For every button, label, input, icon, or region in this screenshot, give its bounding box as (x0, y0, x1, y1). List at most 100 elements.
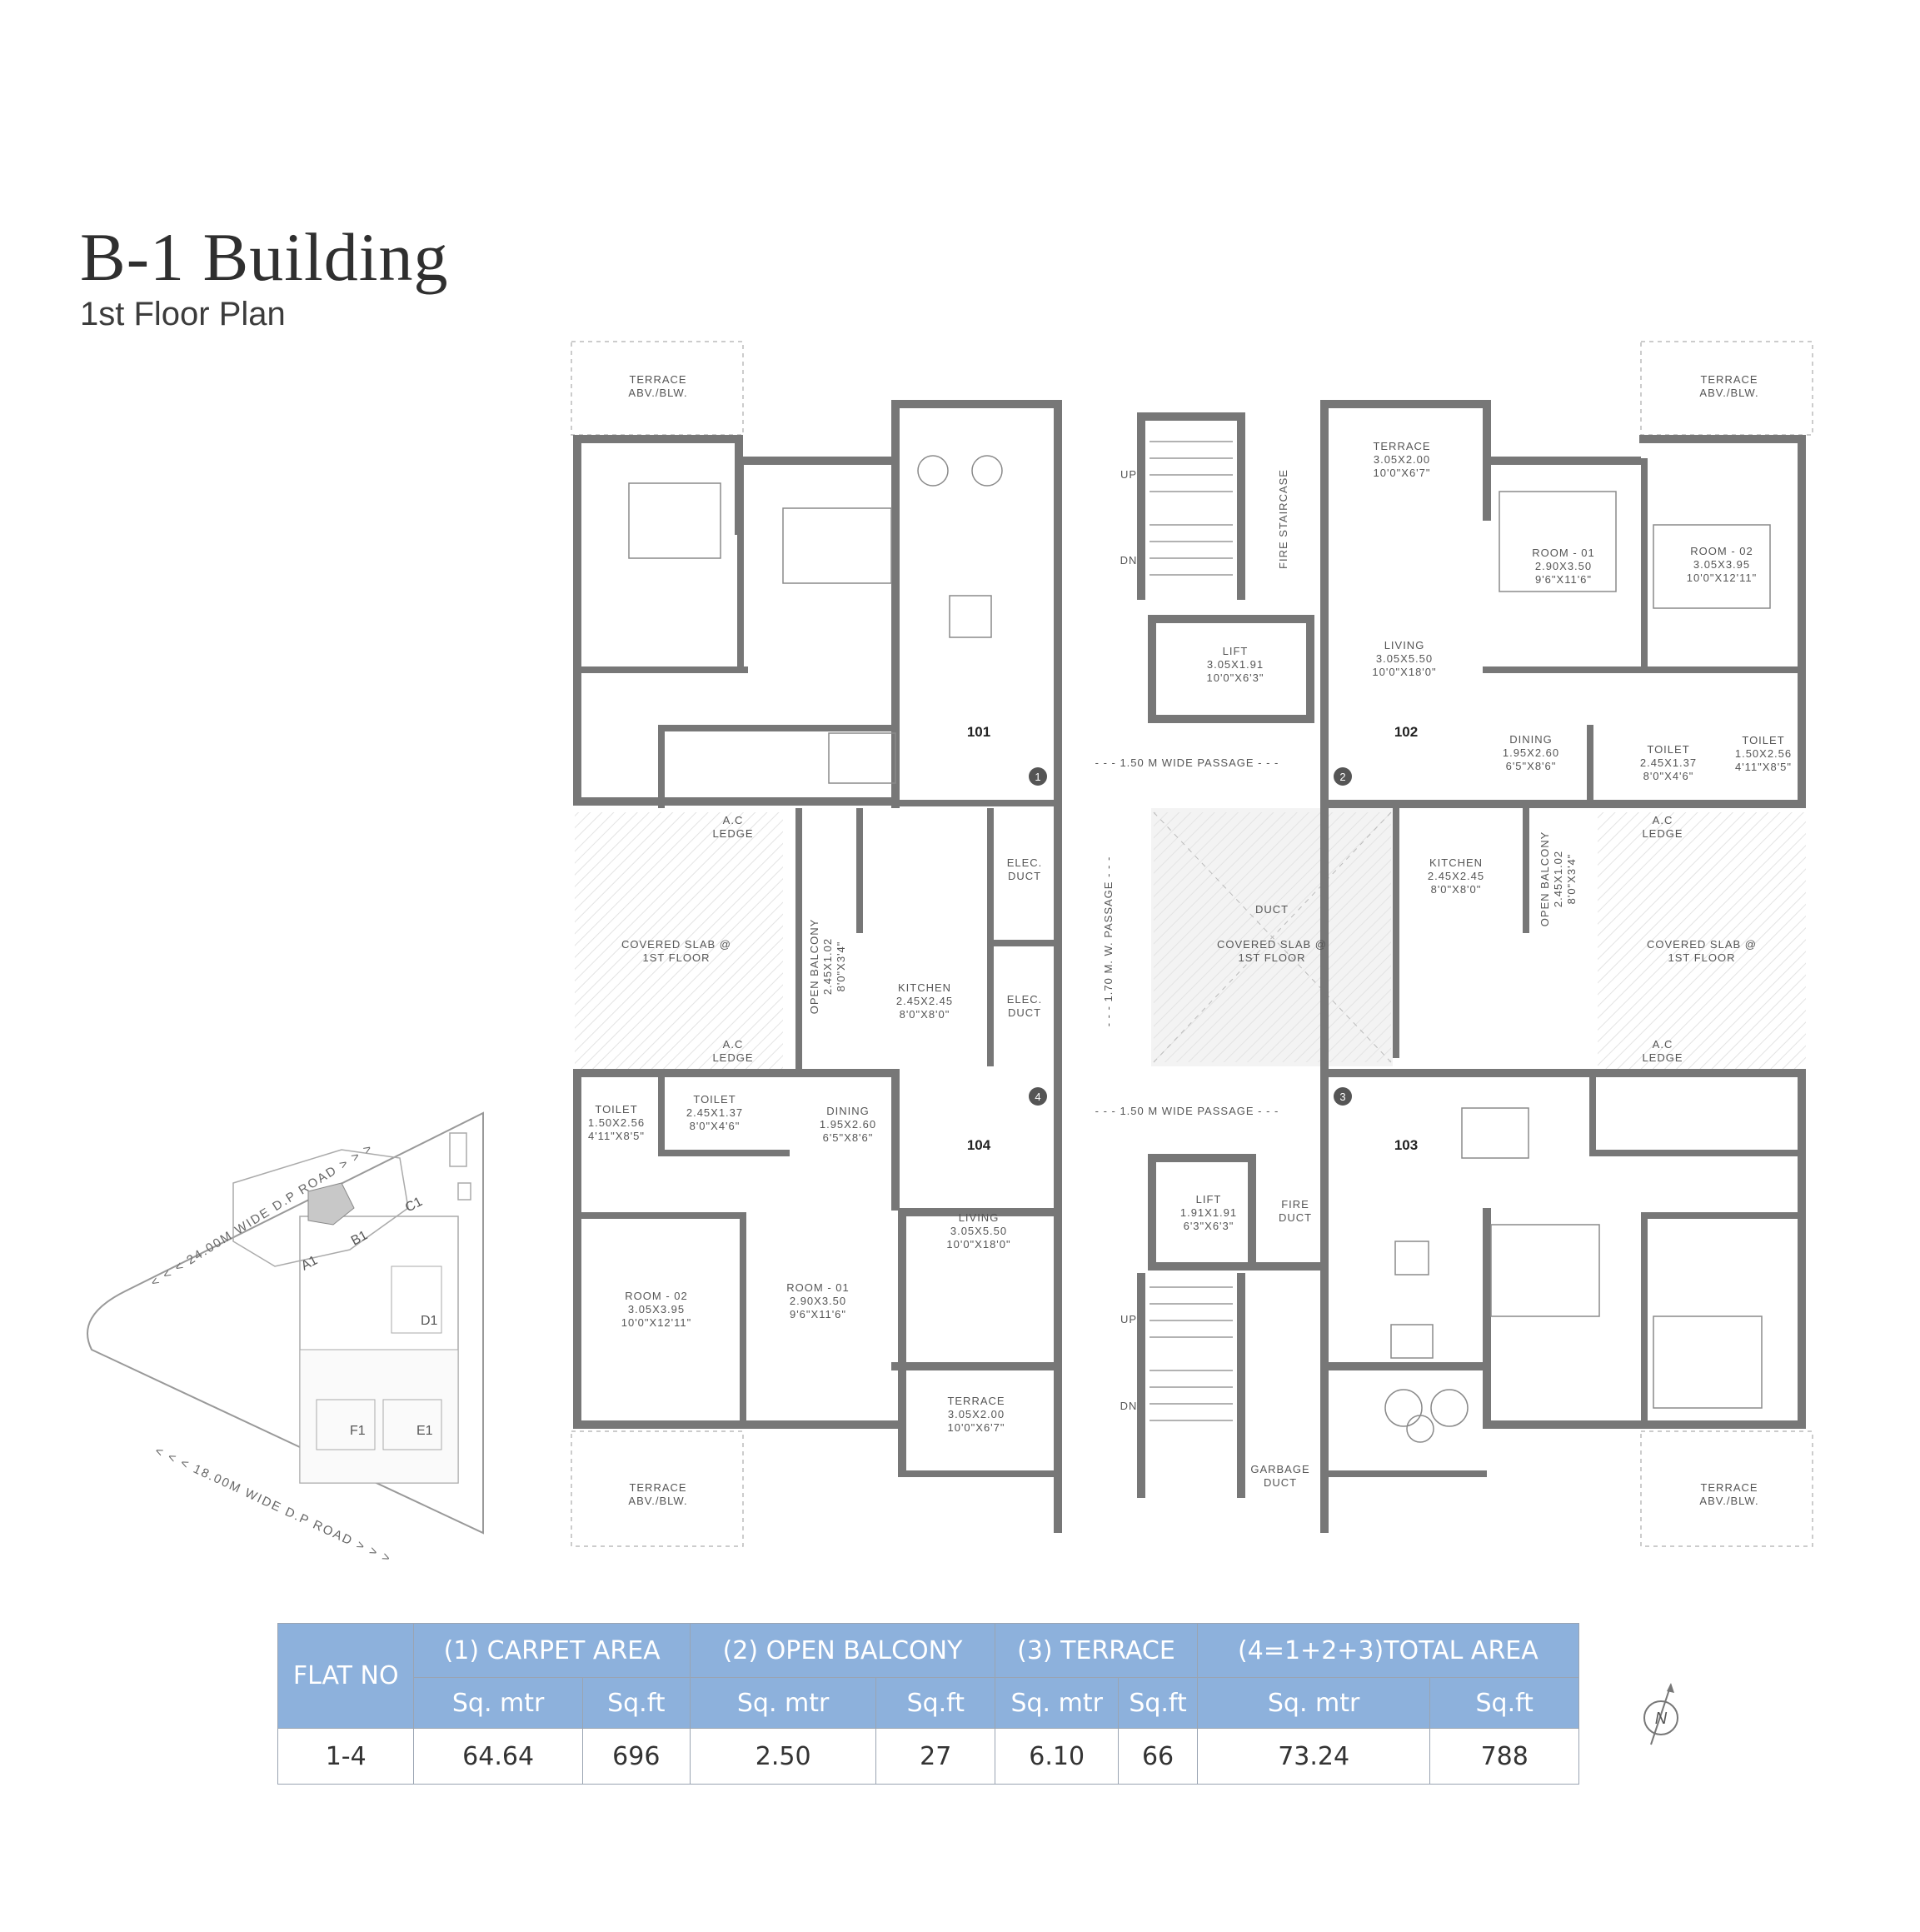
north-compass-icon: N (1643, 1683, 1678, 1745)
svg-text:10'0"X18'0": 10'0"X18'0" (1372, 666, 1436, 678)
label-living-102: LIVING 3.05X5.50 10'0"X18'0" (1372, 639, 1436, 678)
svg-text:ABV./BLW.: ABV./BLW. (628, 387, 687, 399)
svg-text:1.91X1.91: 1.91X1.91 (1180, 1206, 1237, 1219)
svg-text:ELEC.: ELEC. (1007, 993, 1043, 1006)
label-ac-ledge-top-left: A.C LEDGE (712, 814, 753, 840)
page-title: B-1 Building (80, 219, 449, 295)
svg-text:6'3"X6'3": 6'3"X6'3" (1184, 1220, 1234, 1232)
svg-text:TERRACE: TERRACE (1700, 373, 1758, 386)
svg-text:1.95X2.60: 1.95X2.60 (820, 1118, 876, 1131)
header-open-balcony: (2) OPEN BALCONY (689, 1623, 996, 1678)
svg-text:1ST FLOOR: 1ST FLOOR (642, 951, 710, 964)
svg-text:ROOM - 02: ROOM - 02 (625, 1290, 687, 1302)
label-ac-ledge-bottom-right: A.C LEDGE (1642, 1038, 1682, 1064)
unit-103: 103 (1394, 1137, 1418, 1153)
label-passage-vertical: - - - 1.70 M. W. PASSAGE - - - (1102, 856, 1115, 1027)
label-terrace-bottom-right: TERRACE ABV./BLW. (1699, 1481, 1758, 1507)
block-f1: F1 (350, 1424, 366, 1438)
svg-text:8'0"X3'4": 8'0"X3'4" (835, 941, 847, 992)
label-lift-top: LIFT 3.05X1.91 10'0"X6'3" (1206, 645, 1264, 684)
label-room01-104: ROOM - 01 2.90X3.50 9'6"X11'6" (786, 1281, 849, 1320)
svg-text:LEDGE: LEDGE (1642, 827, 1683, 840)
svg-text:ROOM - 01: ROOM - 01 (786, 1281, 849, 1294)
entrance-marker-1: 1 (1029, 767, 1047, 786)
label-open-balcony-right: OPEN BALCONY 2.45X1.02 8'0"X3'4" (1538, 831, 1578, 927)
svg-text:3: 3 (1339, 1091, 1345, 1103)
svg-text:TERRACE: TERRACE (629, 1481, 686, 1494)
svg-text:9'6"X11'6": 9'6"X11'6" (790, 1308, 846, 1320)
svg-text:2.45X1.02: 2.45X1.02 (1552, 851, 1564, 907)
svg-text:ROOM - 01: ROOM - 01 (1532, 547, 1594, 559)
label-garbage-duct: GARBAGE DUCT (1250, 1463, 1309, 1489)
label-lift-bottom: LIFT 1.91X1.91 6'3"X6'3" (1180, 1193, 1237, 1232)
entrance-marker-3: 3 (1334, 1087, 1352, 1106)
svg-text:3.05X3.95: 3.05X3.95 (628, 1303, 685, 1315)
subheader-sq-ft: Sq.ft (1118, 1677, 1198, 1729)
svg-text:TERRACE: TERRACE (629, 373, 686, 386)
svg-text:ABV./BLW.: ABV./BLW. (628, 1495, 687, 1507)
label-open-balcony-left: OPEN BALCONY 2.45X1.02 8'0"X3'4" (808, 919, 847, 1015)
svg-text:3.05X1.91: 3.05X1.91 (1207, 658, 1264, 671)
label-passage-bottom: - - - 1.50 M WIDE PASSAGE - - - (1095, 1105, 1279, 1117)
svg-text:TOILET: TOILET (693, 1093, 736, 1106)
svg-text:LEDGE: LEDGE (712, 827, 753, 840)
svg-text:DUCT: DUCT (1008, 1006, 1041, 1019)
table-row: 1-4 64.64 696 2.50 27 6.10 66 73.24 788 (277, 1728, 1579, 1785)
subheader-sq-ft: Sq.ft (581, 1677, 691, 1729)
label-up-top: UP (1120, 468, 1137, 481)
label-terrace-top-right: TERRACE ABV./BLW. (1699, 373, 1758, 399)
svg-text:10'0"X6'7": 10'0"X6'7" (947, 1421, 1005, 1434)
label-toilet-102b: TOILET 1.50X2.56 4'11"X8'5" (1735, 734, 1791, 773)
svg-text:2.45X1.02: 2.45X1.02 (821, 938, 834, 995)
label-kitchen-102: KITCHEN 2.45X2.45 8'0"X8'0" (1428, 856, 1484, 896)
svg-text:DINING: DINING (826, 1105, 870, 1117)
unit-102: 102 (1394, 724, 1418, 740)
svg-text:6'5"X8'6": 6'5"X8'6" (1506, 760, 1557, 772)
svg-text:COVERED SLAB @: COVERED SLAB @ (621, 938, 731, 951)
label-room01-102: ROOM - 01 2.90X3.50 9'6"X11'6" (1532, 547, 1594, 586)
label-living-104: LIVING 3.05X5.50 10'0"X18'0" (946, 1211, 1010, 1251)
subheader-sq-mtr: Sq. mtr (1196, 1677, 1431, 1729)
svg-text:10'0"X6'3": 10'0"X6'3" (1206, 671, 1264, 684)
label-passage-top: - - - 1.50 M WIDE PASSAGE - - - (1095, 756, 1279, 769)
svg-text:8'0"X4'6": 8'0"X4'6" (690, 1120, 741, 1132)
svg-text:ELEC.: ELEC. (1007, 856, 1043, 869)
label-dining-104: DINING 1.95X2.60 6'5"X8'6" (820, 1105, 876, 1144)
svg-text:2: 2 (1339, 771, 1345, 783)
cell-total-sqm: 73.24 (1196, 1728, 1431, 1785)
entrance-marker-2: 2 (1334, 767, 1352, 786)
cell-balcony-sqm: 2.50 (689, 1728, 877, 1785)
svg-text:A.C: A.C (1653, 1038, 1673, 1051)
svg-text:10'0"X12'11": 10'0"X12'11" (621, 1316, 692, 1329)
svg-text:4'11"X8'5": 4'11"X8'5" (588, 1130, 645, 1142)
svg-text:8'0"X4'6": 8'0"X4'6" (1643, 770, 1694, 782)
svg-text:OPEN BALCONY: OPEN BALCONY (808, 919, 820, 1015)
label-elec-duct-top: ELEC. DUCT (1007, 856, 1043, 882)
label-up-bottom: UP (1120, 1313, 1137, 1325)
svg-text:GARBAGE: GARBAGE (1250, 1463, 1309, 1475)
svg-text:9'6"X11'6": 9'6"X11'6" (1535, 573, 1592, 586)
svg-text:LIFT: LIFT (1196, 1193, 1222, 1206)
svg-text:KITCHEN: KITCHEN (1429, 856, 1483, 869)
label-fire-duct: FIRE DUCT (1279, 1198, 1312, 1224)
subheader-sq-ft: Sq.ft (875, 1677, 996, 1729)
subheader-sq-mtr: Sq. mtr (689, 1677, 877, 1729)
label-toilet-104a: TOILET 1.50X2.56 4'11"X8'5" (588, 1103, 645, 1142)
svg-text:3.05X5.50: 3.05X5.50 (1376, 652, 1433, 665)
svg-text:1ST FLOOR: 1ST FLOOR (1668, 951, 1735, 964)
label-toilet-104b: TOILET 2.45X1.37 8'0"X4'6" (686, 1093, 742, 1132)
svg-text:FIRE: FIRE (1281, 1198, 1309, 1211)
svg-text:KITCHEN: KITCHEN (898, 981, 951, 994)
cell-total-sqft: 788 (1429, 1728, 1579, 1785)
svg-text:DUCT: DUCT (1279, 1211, 1312, 1224)
svg-text:8'0"X8'0": 8'0"X8'0" (1431, 883, 1482, 896)
unit-101: 101 (967, 724, 990, 740)
label-room02-102: ROOM - 02 3.05X3.95 10'0"X12'11" (1687, 545, 1758, 584)
subheader-sq-mtr: Sq. mtr (995, 1677, 1120, 1729)
svg-text:3.05X2.00: 3.05X2.00 (948, 1408, 1005, 1420)
svg-text:2.45X1.37: 2.45X1.37 (1640, 756, 1697, 769)
svg-text:DUCT: DUCT (1264, 1476, 1297, 1489)
svg-text:LEDGE: LEDGE (712, 1051, 753, 1064)
svg-text:3.05X3.95: 3.05X3.95 (1693, 558, 1750, 571)
svg-text:10'0"X12'11": 10'0"X12'11" (1687, 572, 1758, 584)
